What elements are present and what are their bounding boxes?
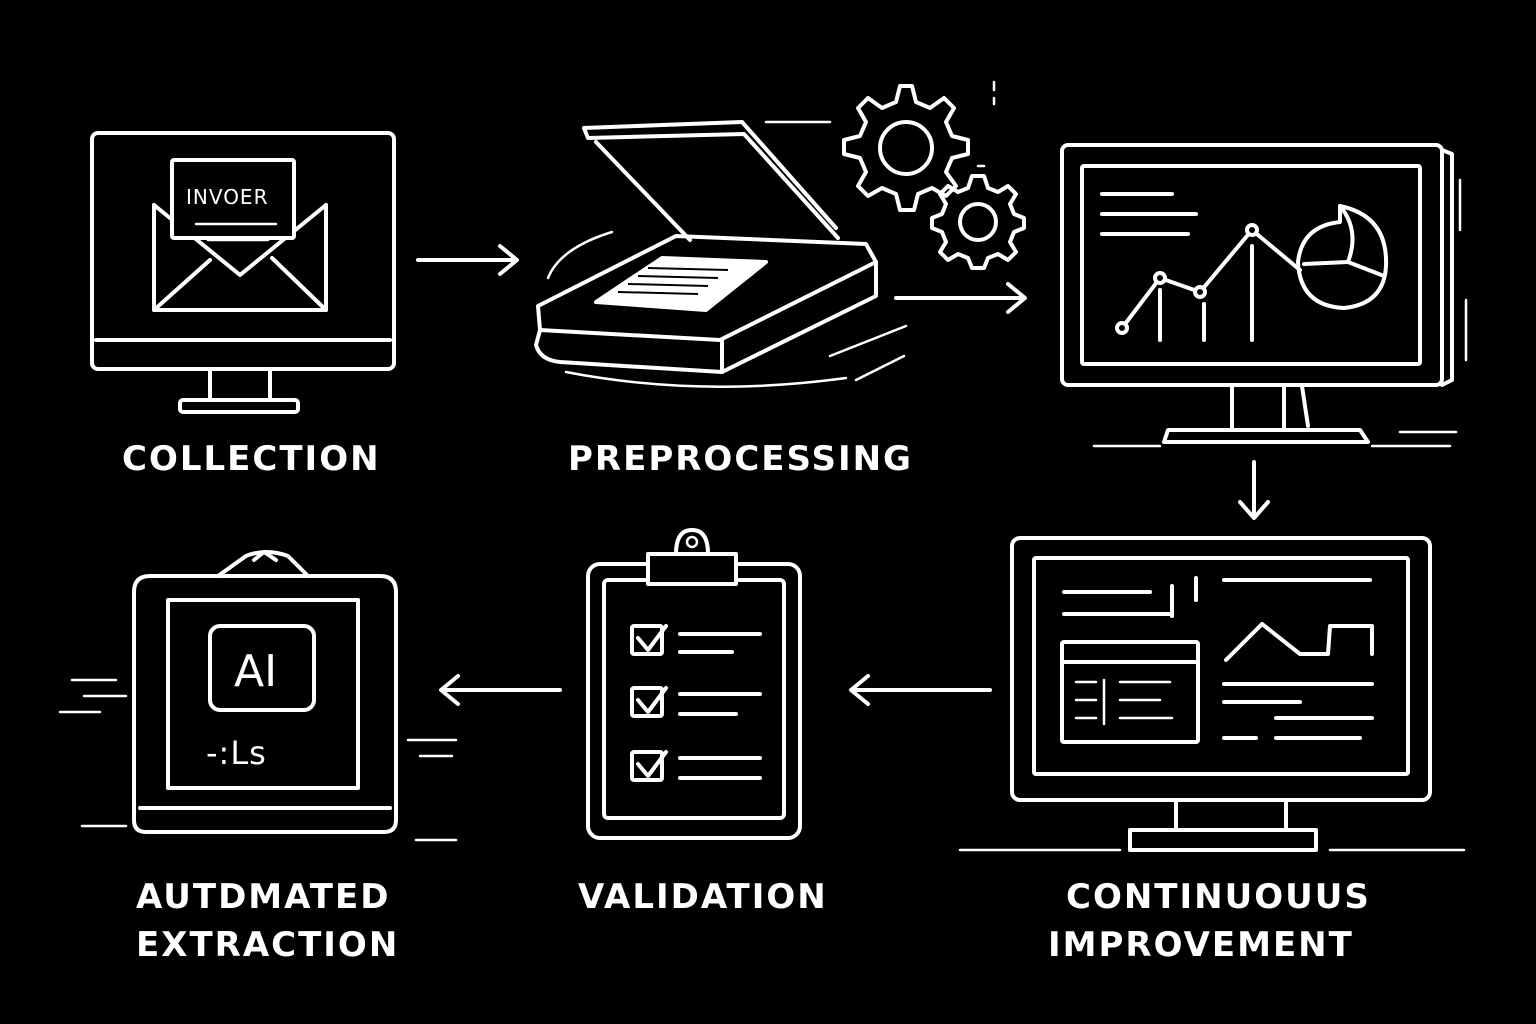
collection-label: COLLECTION (122, 439, 381, 479)
scanner-icon (534, 120, 908, 388)
ai-device-icon (58, 550, 458, 842)
envelope-icon: INVOER (152, 158, 328, 312)
validation-label: VALIDATION (578, 877, 828, 917)
automated-extraction-label-line1: AUTDMATED (136, 877, 390, 917)
preprocessing-step: PREPROCESSING (534, 80, 1026, 479)
pie-chart-icon (1296, 204, 1389, 310)
arrow-icon (416, 244, 519, 276)
arrow-icon (894, 282, 1027, 314)
preprocessing-label: PREPROCESSING (568, 439, 913, 479)
validation-step: VALIDATION (578, 528, 828, 917)
dashboard-icon (958, 536, 1466, 852)
checkbox-icon (630, 686, 762, 718)
invoice-document-text: INVOER (186, 185, 268, 209)
ai-chip-icon: AI (208, 624, 316, 712)
collection-step: INVOER COLLECTION (90, 131, 396, 479)
clipboard-icon (586, 528, 802, 840)
analytics-monitor-icon (1060, 143, 1468, 448)
analytics-step (1060, 143, 1468, 448)
dashboard-content (1060, 576, 1374, 744)
checkbox-icon (630, 624, 762, 656)
gear-icon (842, 84, 970, 212)
arrow-icon (849, 674, 992, 706)
gear-icon (930, 174, 1026, 270)
automated-extraction-step: AI -:Ls AUTDMATED EXTRACTION (58, 550, 458, 965)
automated-extraction-label-line2: EXTRACTION (136, 925, 399, 965)
continuous-improvement-label-line2: IMPROVEMENT (1048, 925, 1354, 965)
continuous-improvement-label-line1: CONTINUOUUS (1066, 877, 1371, 917)
ai-scribble-text: -:Ls (206, 734, 267, 772)
ai-chip-text: AI (234, 646, 277, 697)
line-chart-icon (1115, 223, 1302, 342)
text-lines (1100, 192, 1198, 236)
sparkle-dots (764, 80, 996, 168)
checkbox-icon (630, 750, 762, 782)
arrow-icon (1238, 460, 1270, 520)
continuous-improvement-step: CONTINUOUUS IMPROVEMENT (958, 536, 1466, 965)
arrow-icon (439, 674, 562, 706)
collection-monitor-icon (90, 131, 396, 414)
